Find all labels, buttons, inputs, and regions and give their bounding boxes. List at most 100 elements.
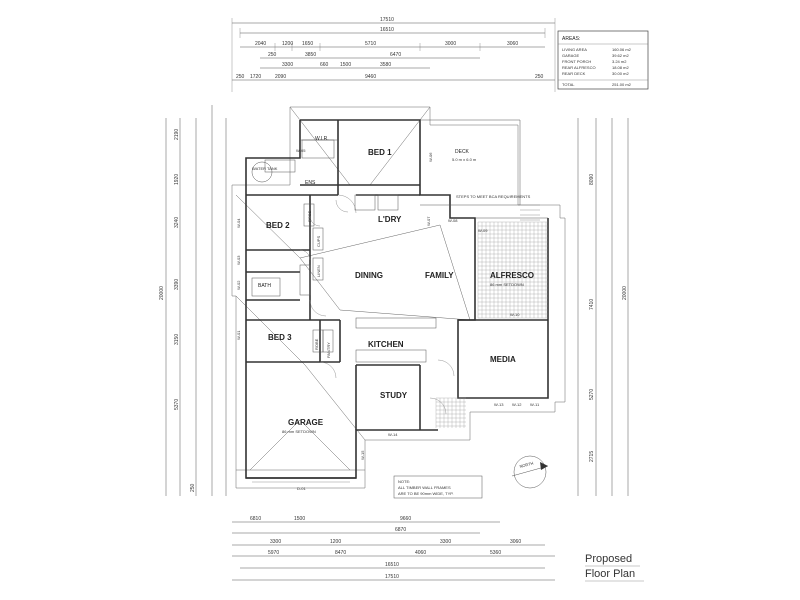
- dim-bottom-row3-3: 3060: [510, 539, 521, 545]
- walls: [245, 119, 549, 479]
- area-label-living: LIVING AREA: [562, 47, 587, 52]
- dim-top-row4-1: 1720: [250, 74, 261, 80]
- title-line-2: Floor Plan: [585, 568, 635, 580]
- dim-top-row1-5: 3060: [507, 41, 518, 47]
- deck-steps: [520, 204, 540, 221]
- room-deck: DECK: [455, 149, 470, 155]
- room-deck-size: 5.0 m x 6.0 m: [452, 157, 477, 162]
- dim-bottom-inner: 16510: [385, 562, 399, 568]
- room-bed2: BED 2: [266, 221, 290, 230]
- window-tag-w11: W-11: [530, 402, 540, 407]
- room-pantry: PANTRY: [326, 342, 331, 358]
- dim-bottom-row4-1: 8470: [335, 550, 346, 556]
- dim-right-1: 7410: [589, 299, 595, 310]
- dim-left-5: 5370: [174, 399, 180, 410]
- dim-bottom-row2-0: 6870: [395, 527, 406, 533]
- window-tag-w04: W-04: [236, 218, 241, 228]
- dim-top-row1-0: 2040: [255, 41, 266, 47]
- right-dimensions: 8090 7410 5270 2715 20000: [577, 118, 629, 496]
- dim-bottom-row4-0: 5970: [268, 550, 279, 556]
- room-garage-sub: 86 mm SETDOWN: [282, 429, 316, 434]
- bottom-dimensions: 6810 1500 9660 6870 3300 1200 3300 3060 …: [232, 516, 555, 581]
- window-tag-w08: W-08: [448, 218, 458, 223]
- dim-left-6: 250: [190, 483, 196, 492]
- room-alfresco: ALFRESCO: [490, 271, 534, 280]
- dim-left-1: 1920: [174, 174, 180, 185]
- dim-right-2: 5270: [589, 389, 595, 400]
- area-value-living: 160.06 m2: [612, 47, 632, 52]
- room-garage: GARAGE: [288, 418, 324, 427]
- dim-top-row3-3: 3580: [380, 62, 391, 68]
- dim-right-3: 2715: [589, 451, 595, 462]
- dim-top-row1-3: 5710: [365, 41, 376, 47]
- room-cups: CUPS: [316, 236, 321, 247]
- area-label-garage: GARAGE: [562, 53, 579, 58]
- dim-top-row2-2: 6470: [390, 52, 401, 58]
- room-family: FAMILY: [425, 271, 454, 280]
- dim-bottom-row3-1: 1200: [330, 539, 341, 545]
- area-value-alfresco: 18.08 m2: [612, 65, 629, 70]
- dim-left-0: 2190: [174, 129, 180, 140]
- room-linen: LINEN: [316, 265, 321, 277]
- drawing-title: Proposed Floor Plan: [585, 553, 644, 582]
- dim-bottom-row1-0: 6810: [250, 516, 261, 522]
- area-value-total: 251.00 m2: [612, 82, 632, 87]
- window-tag-w07: W-07: [426, 216, 431, 226]
- window-tag-w03: W-03: [236, 255, 241, 265]
- dim-left-4: 3150: [174, 334, 180, 345]
- window-tag-w06: W-06: [428, 152, 433, 162]
- note-heading: NOTE:: [398, 479, 410, 484]
- areas-table: AREAS: LIVING AREA 160.06 m2 GARAGE 39.6…: [557, 30, 649, 90]
- dim-top-row4-4: 250: [535, 74, 544, 80]
- dim-top-row2-0: 250: [268, 52, 277, 58]
- dim-bottom-row1-1: 1500: [294, 516, 305, 522]
- note-line-2: ALL TIMBER WALL FRAMES: [398, 485, 451, 490]
- room-dining: DINING: [355, 271, 383, 280]
- dim-right-0: 8090: [589, 174, 595, 185]
- room-media: MEDIA: [490, 355, 516, 364]
- dim-top-row2-1: 3850: [305, 52, 316, 58]
- room-bed1: BED 1: [368, 148, 392, 157]
- door-tag-d01: D-01: [297, 486, 306, 491]
- window-tag-w10: W-10: [510, 312, 520, 317]
- window-tag-w01: W-01: [236, 330, 241, 340]
- note-line-3: ARE TO BE 90mm WIDE, TYP.: [398, 491, 454, 496]
- study-tiles: [435, 397, 466, 428]
- window-tag-w15: W-15: [360, 450, 365, 460]
- area-label-alfresco: REAR ALFRESCO: [562, 65, 596, 70]
- dim-top-row4-2: 2090: [275, 74, 286, 80]
- room-labels: W.I.R. BED 1 ENS WATER TANK DECK 5.0 m x…: [252, 136, 534, 434]
- dim-bottom-row4-2: 4060: [415, 550, 426, 556]
- window-tag-w02: W-02: [236, 280, 241, 290]
- window-tag-w05: W-05: [296, 148, 306, 153]
- dim-top-row3-1: 660: [320, 62, 329, 68]
- north-label: NORTH: [519, 460, 534, 469]
- dim-right-overall: 20000: [622, 286, 628, 300]
- dim-top-row1-1: 1200: [282, 41, 293, 47]
- door-swings: [299, 194, 455, 415]
- room-ens: ENS: [305, 180, 316, 186]
- dim-bottom-row3-2: 3300: [440, 539, 451, 545]
- garage-door: D-01: [246, 477, 356, 491]
- room-ldry: L'DRY: [378, 215, 402, 224]
- window-tag-w09: W-09: [478, 228, 488, 233]
- dim-bottom-row3-0: 3300: [270, 539, 281, 545]
- dim-top-row4-0: 250: [236, 74, 245, 80]
- area-value-garage: 39.62 m2: [612, 53, 629, 58]
- room-wir: W.I.R.: [315, 136, 329, 142]
- top-dimensions: 17510 16510 2040 1200 1650 5710 3000 306…: [231, 17, 556, 92]
- dim-left-3: 3390: [174, 279, 180, 290]
- dim-bottom-overall: 17510: [385, 574, 399, 580]
- left-dimensions: 20000 2190 1920 3240 3390 3150 5370 250: [159, 105, 227, 496]
- dim-left-2: 3240: [174, 217, 180, 228]
- area-label-deck: REAR DECK: [562, 71, 586, 76]
- room-bath: BATH: [258, 283, 271, 289]
- deck-steps-note: STEPS TO MEET BCA REQUIREMENTS: [456, 194, 531, 199]
- dim-top-row1-4: 3000: [445, 41, 456, 47]
- note-block: NOTE: ALL TIMBER WALL FRAMES ARE TO BE 9…: [393, 475, 483, 499]
- window-tags: W-01 W-02 W-03 W-04 W-05 W-06 W-07 W-08 …: [236, 148, 540, 460]
- window-tag-w14: W-14: [388, 432, 398, 437]
- dim-top-overall: 17510: [380, 17, 394, 23]
- area-label-total: TOTAL: [562, 82, 575, 87]
